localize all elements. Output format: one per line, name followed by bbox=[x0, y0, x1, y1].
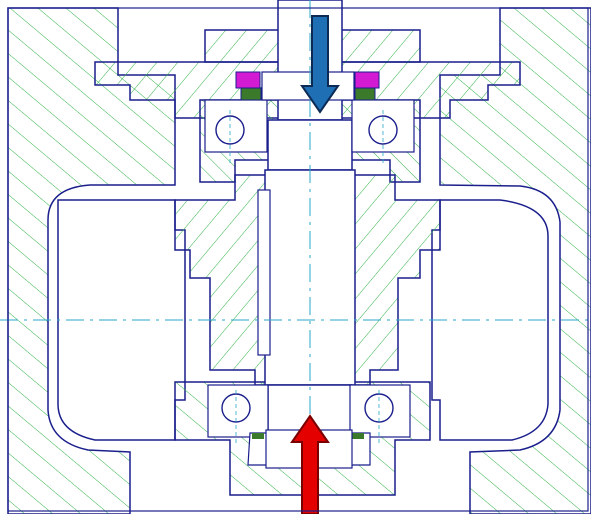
up-load-arrow bbox=[290, 414, 330, 514]
housing-right bbox=[439, 7, 591, 514]
housing-left bbox=[7, 7, 176, 514]
drawing-frame bbox=[7, 7, 589, 512]
down-load-arrow bbox=[300, 15, 340, 114]
upper-right-ball bbox=[368, 115, 398, 145]
upper-left-ball bbox=[215, 115, 245, 145]
